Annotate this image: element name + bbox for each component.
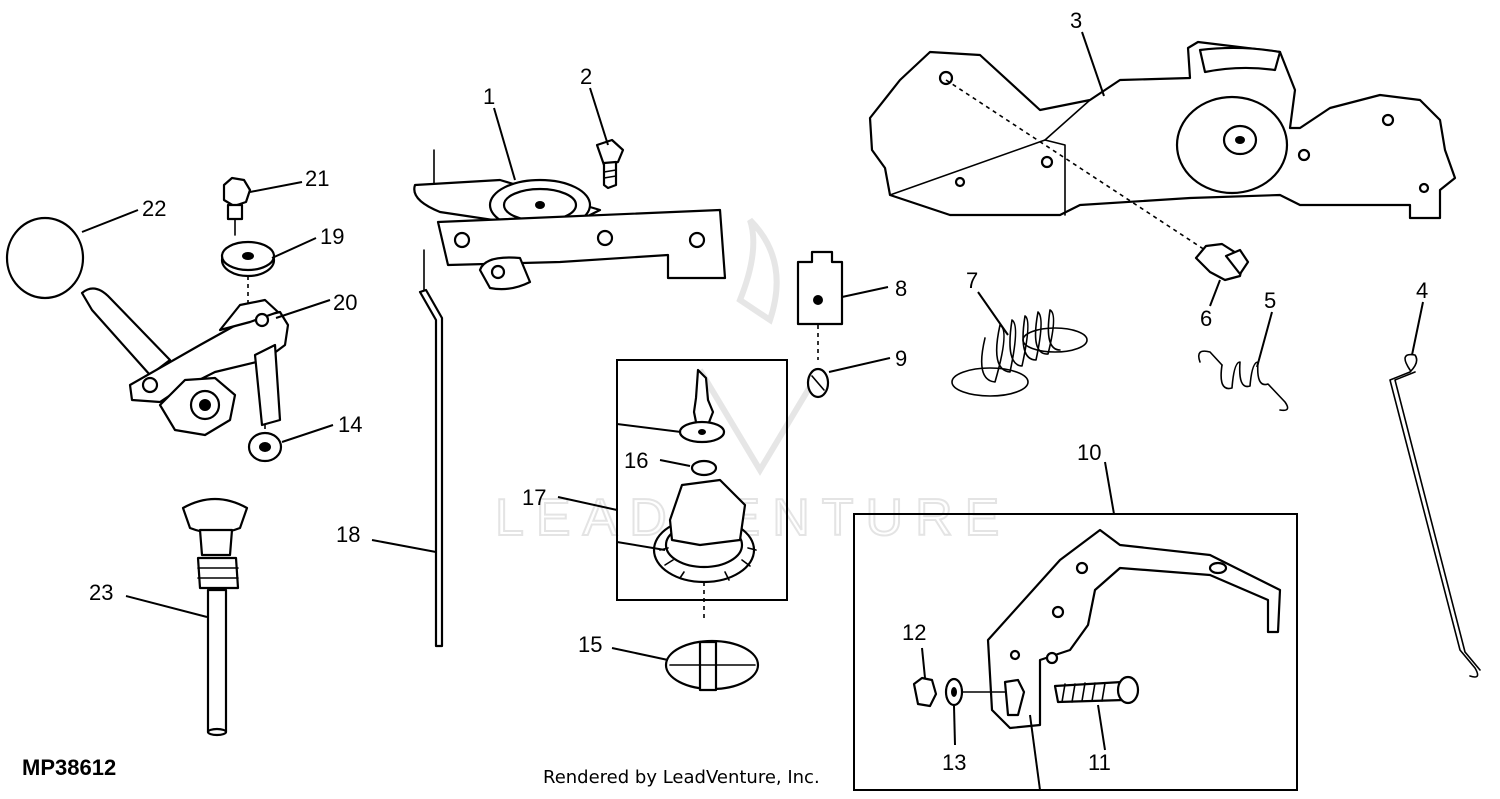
part-12-nut	[912, 676, 938, 708]
callout-8: 8	[895, 276, 907, 301]
callout-14: 14	[338, 412, 362, 437]
callout-6: 6	[1200, 306, 1212, 331]
part-18-rod	[418, 249, 444, 648]
leader-lines	[81, 31, 1424, 791]
callout-13: 13	[942, 750, 966, 775]
part-20-lever-assembly	[80, 287, 290, 437]
callout-17: 17	[522, 485, 546, 510]
part-9-screw	[806, 367, 830, 399]
callout-5: 5	[1264, 288, 1276, 313]
part-19-washer	[220, 240, 276, 305]
callout-3: 3	[1070, 8, 1082, 33]
callout-1: 1	[483, 84, 495, 109]
part-7-spring	[951, 309, 1088, 397]
callout-15: 15	[578, 632, 602, 657]
callout-7: 7	[966, 268, 978, 293]
part-14-nut	[247, 425, 283, 463]
part-1-bracket	[413, 149, 727, 291]
callout-21: 21	[305, 166, 329, 191]
callout-22: 22	[142, 196, 166, 221]
part-11-bolt	[1053, 675, 1140, 705]
credit-text: Rendered by LeadVenture, Inc.	[543, 767, 820, 788]
callout-23: 23	[89, 580, 113, 605]
callout-9: 9	[895, 346, 907, 371]
watermark: LEADVENTURE	[494, 217, 1011, 548]
callout-12: 12	[902, 620, 926, 645]
callout-4: 4	[1416, 278, 1428, 303]
part-2-bolt	[595, 138, 625, 190]
callout-11: 11	[1088, 750, 1111, 775]
part-13-washer	[944, 677, 1006, 707]
part-8-clip	[796, 250, 844, 360]
part-22-knob	[5, 216, 85, 300]
watermark-text: LEADVENTURE	[495, 489, 1011, 547]
part-4-rod	[1389, 353, 1481, 678]
part-17-gear-assembly	[616, 359, 788, 620]
figure-id: MP38612	[22, 755, 116, 780]
callout-labels: 1 2 3 4 5 6 7 8 9 10 11 12 13 14 15 16 1…	[89, 8, 1428, 775]
callout-16: 16	[624, 448, 648, 473]
detail-box	[853, 513, 1298, 791]
part-15-disc	[664, 639, 760, 692]
callout-20: 20	[333, 290, 357, 315]
part-21-bolt	[222, 176, 252, 236]
part-5-spring	[1197, 350, 1289, 412]
part-10-bracket-assembly	[853, 513, 1298, 791]
callout-18: 18	[336, 522, 360, 547]
part-3-bracket	[868, 40, 1457, 220]
alignment-line	[945, 79, 1206, 251]
part-23-cable	[181, 498, 249, 737]
part-6-bolt	[1194, 242, 1250, 282]
callout-10: 10	[1077, 440, 1101, 465]
callout-19: 19	[320, 224, 344, 249]
watermark-logo-icon	[697, 368, 823, 476]
callout-2: 2	[580, 64, 592, 89]
